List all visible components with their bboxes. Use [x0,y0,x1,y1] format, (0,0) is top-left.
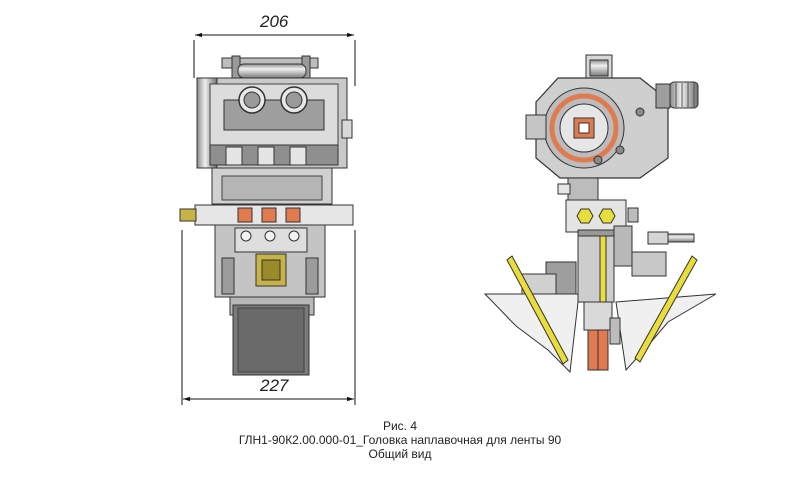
caption-subtitle: Общий вид [368,447,432,461]
side-view [483,54,717,374]
dimension-top-label: 206 [259,12,289,31]
figure-caption: Рис. 4 ГЛН1-90К2.00.000-01_Головка напла… [0,419,800,461]
caption-title: ГЛН1-90К2.00.000-01_Головка наплавочная … [238,433,562,447]
front-view: 206 [179,12,356,405]
caption-number: Рис. 4 [382,419,418,433]
dimension-bottom-label: 227 [259,376,289,395]
